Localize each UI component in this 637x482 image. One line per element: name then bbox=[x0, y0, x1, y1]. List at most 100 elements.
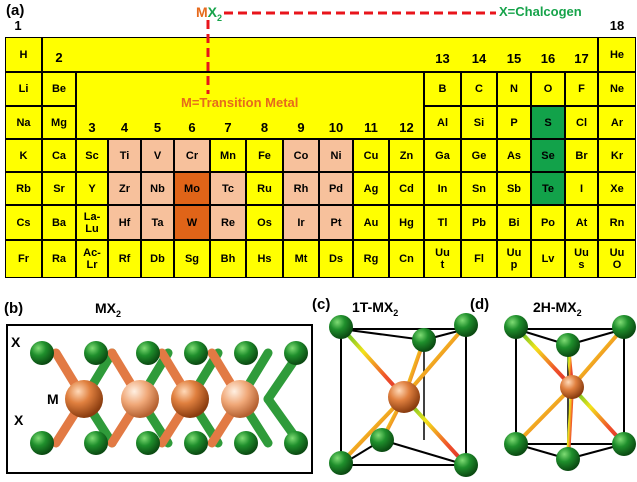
element-symbol: Ti bbox=[119, 149, 130, 162]
panel-label-d: (d) bbox=[470, 296, 490, 313]
chalcogen-atom-bottom bbox=[136, 431, 160, 455]
element-symbol: Ru bbox=[257, 182, 272, 195]
element-cell-rb: Rb bbox=[5, 172, 42, 205]
group-number-6: 6 bbox=[188, 120, 196, 135]
element-symbol: Ir bbox=[297, 216, 305, 229]
element-cell-hf: Hf bbox=[108, 205, 141, 240]
title-1t-main: 1T-MX bbox=[352, 299, 394, 315]
element-cell-sc: Sc bbox=[76, 139, 108, 172]
element-cell-ge: Ge bbox=[461, 139, 497, 172]
chalcogen-atom-top bbox=[284, 341, 308, 365]
1t-chalcogen-atom bbox=[454, 313, 478, 337]
2h-chalcogen-atom bbox=[504, 315, 528, 339]
element-cell-db: Db bbox=[141, 240, 174, 278]
element-cell-li: Li bbox=[5, 72, 42, 106]
label-m: M bbox=[47, 391, 59, 407]
2h-chalcogen-atom bbox=[612, 315, 636, 339]
element-symbol: Lv bbox=[541, 253, 555, 265]
element-cell-fl: Fl bbox=[461, 240, 497, 278]
element-symbol: Os bbox=[257, 216, 272, 229]
element-cell-at: At bbox=[565, 205, 598, 240]
chalcogen-atom-top bbox=[30, 341, 54, 365]
element-cell-v: V bbox=[141, 139, 174, 172]
mx2-atoms bbox=[30, 341, 308, 455]
group-number-18: 18 bbox=[609, 18, 625, 33]
element-cell-te: Te bbox=[531, 172, 565, 205]
element-cell-p: P bbox=[497, 106, 531, 139]
chalcogen-atom-top bbox=[84, 341, 108, 365]
title-1t-sub: 2 bbox=[393, 307, 399, 318]
element-symbol: Bh bbox=[220, 253, 236, 265]
element-symbol: Mt bbox=[294, 253, 308, 265]
element-cell-uup: Uu p bbox=[497, 240, 531, 278]
element-symbol: Cs bbox=[16, 216, 31, 229]
2h-chalcogen-atom bbox=[504, 432, 528, 456]
panel-label-b: (b) bbox=[4, 300, 24, 317]
element-symbol: S bbox=[544, 116, 552, 129]
element-cell-he: He bbox=[598, 37, 636, 72]
metal-atom bbox=[221, 380, 259, 418]
structure-1t bbox=[329, 313, 478, 477]
group-number-3: 3 bbox=[88, 120, 96, 135]
title-2h-sub: 2 bbox=[576, 307, 582, 318]
element-cell-lalu: La- Lu bbox=[76, 205, 108, 240]
element-symbol: Hs bbox=[257, 253, 272, 265]
element-symbol: Al bbox=[437, 116, 448, 129]
element-symbol: Rn bbox=[609, 216, 625, 229]
element-symbol: Rf bbox=[118, 253, 131, 265]
element-symbol: Li bbox=[18, 83, 29, 95]
element-cell-sb: Sb bbox=[497, 172, 531, 205]
group-number-13: 13 bbox=[435, 51, 450, 66]
chalcogen-atom-bottom bbox=[84, 431, 108, 455]
element-cell-mo: Mo bbox=[174, 172, 210, 205]
mx2-x: X bbox=[207, 4, 218, 20]
element-cell-ca: Ca bbox=[42, 139, 76, 172]
element-cell-au: Au bbox=[353, 205, 389, 240]
element-cell-se: Se bbox=[531, 139, 565, 172]
element-cell-cu: Cu bbox=[353, 139, 389, 172]
1t-cell-edge bbox=[381, 439, 467, 466]
group-number-14: 14 bbox=[471, 51, 487, 66]
element-symbol: Re bbox=[220, 216, 236, 229]
element-symbol: Se bbox=[541, 149, 555, 162]
element-symbol: Y bbox=[88, 182, 96, 195]
element-cell-tc: Tc bbox=[210, 172, 246, 205]
element-symbol: Kr bbox=[610, 149, 624, 162]
2h-metal-atom bbox=[560, 375, 584, 399]
structure-2h bbox=[504, 315, 636, 471]
group-number-9: 9 bbox=[297, 120, 305, 135]
mx2-sub: 2 bbox=[217, 12, 223, 23]
element-cell-ne: Ne bbox=[598, 72, 636, 106]
group-number-10: 10 bbox=[328, 120, 344, 135]
element-symbol: Uu s bbox=[574, 247, 589, 271]
element-symbol: N bbox=[510, 83, 518, 95]
element-symbol: Ar bbox=[610, 116, 624, 129]
element-symbol: Ag bbox=[363, 182, 379, 195]
element-cell-rn: Rn bbox=[598, 205, 636, 240]
2h-chalcogen-atom bbox=[612, 432, 636, 456]
element-symbol: I bbox=[579, 182, 584, 195]
element-cell-fe: Fe bbox=[246, 139, 283, 172]
element-symbol: Xe bbox=[610, 182, 624, 195]
element-symbol: Tc bbox=[221, 182, 235, 195]
2h-bond bbox=[570, 325, 626, 389]
2h-chalcogen-atom bbox=[556, 333, 580, 357]
element-cell-cr: Cr bbox=[174, 139, 210, 172]
metal-atom bbox=[65, 380, 103, 418]
element-symbol: K bbox=[19, 149, 28, 162]
2h-bond bbox=[514, 325, 574, 389]
element-symbol: Cu bbox=[363, 149, 379, 162]
element-cell-lv: Lv bbox=[531, 240, 565, 278]
group-number-15: 15 bbox=[506, 51, 522, 66]
group-number-16: 16 bbox=[540, 51, 556, 66]
element-symbol: Cd bbox=[399, 182, 414, 195]
group-number-11: 11 bbox=[364, 120, 378, 135]
group-number-8: 8 bbox=[260, 120, 269, 135]
transition-metal-label: M=Transition Metal bbox=[181, 95, 299, 110]
element-cell-hg: Hg bbox=[389, 205, 424, 240]
element-cell-nb: Nb bbox=[141, 172, 174, 205]
element-cell-zn: Zn bbox=[389, 139, 424, 172]
element-cell-ir: Ir bbox=[283, 205, 319, 240]
element-symbol: Hg bbox=[399, 216, 414, 229]
